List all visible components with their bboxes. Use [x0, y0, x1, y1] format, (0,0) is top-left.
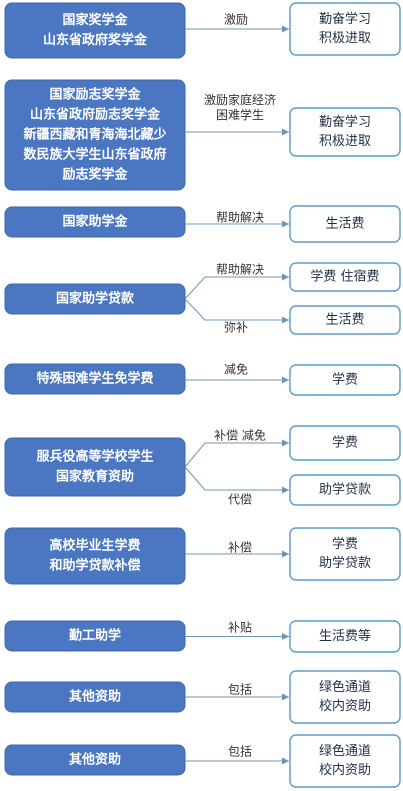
funding-purpose-label: 学费 — [332, 372, 358, 388]
funding-source-box — [4, 363, 186, 395]
flow-row: 国家助学金 帮助解决 生活费 — [4, 205, 401, 243]
funding-source-box — [4, 744, 186, 776]
funding-source-label: 励志奖学金 — [62, 167, 128, 183]
funding-purpose-box — [289, 262, 401, 292]
funding-purpose-box — [289, 670, 401, 724]
funding-source-label: 国家奖学金 — [62, 12, 128, 28]
flow-arrow-label: 包括 — [228, 682, 252, 697]
flow-arrow-label: 弥补 — [224, 320, 248, 335]
funding-purpose-label: 积极进取 — [319, 31, 371, 46]
funding-purpose-label: 学费 — [332, 435, 358, 451]
arrow-head-icon — [282, 693, 289, 701]
funding-source-box — [4, 206, 186, 238]
funding-source-label: 国家助学金 — [62, 214, 128, 230]
flow-arrow — [184, 442, 289, 468]
funding-source-label: 服兵役高等学校学生 — [36, 449, 153, 465]
funding-purpose-label: 生活费等 — [319, 628, 371, 644]
flow-arrow-label: 激励家庭经济 — [204, 92, 276, 107]
flow-arrow-label: 代偿 — [228, 492, 252, 507]
funding-source-label: 国家助学贷款 — [56, 291, 135, 307]
funding-purpose-box — [289, 364, 401, 396]
flow-arrow — [184, 298, 289, 321]
funding-purpose-label: 学费 — [332, 536, 358, 552]
flow-arrow — [184, 466, 289, 491]
funding-purpose-label: 勤奋学习 — [319, 114, 371, 130]
funding-purpose-label: 校内资助 — [319, 698, 371, 714]
funding-source-label: 其他资助 — [69, 689, 121, 705]
funding-purpose-label: 生活费 — [325, 217, 364, 232]
funding-purpose-box — [289, 474, 401, 506]
flow-arrow-label: 帮助解决 — [216, 263, 264, 277]
funding-purpose-box — [289, 620, 401, 653]
funding-purpose-label: 助学贷款 — [319, 482, 371, 498]
funding-purpose-label: 生活费 — [325, 313, 364, 328]
funding-source-label: 山东省政府励志奖学金 — [30, 107, 161, 123]
funding-source-box — [4, 527, 186, 585]
funding-source-box — [4, 437, 186, 497]
funding-purpose-label: 助学贷款 — [319, 555, 371, 571]
funding-purpose-label: 学费 住宿费 — [310, 269, 379, 285]
arrow-head-icon — [282, 550, 289, 558]
funding-purpose-box — [289, 305, 401, 335]
funding-source-label: 新疆西藏和青海海北藏少 — [23, 127, 166, 143]
flow-arrow-label: 困难学生 — [216, 107, 264, 122]
arrow-head-icon — [282, 439, 289, 447]
funding-purpose-box — [289, 205, 401, 243]
funding-source-label: 特殊困难学生免学费 — [36, 371, 153, 387]
flow-row: 国家励志奖学金山东省政府励志奖学金新疆西藏和青海海北藏少数民族大学生山东省政府励… — [4, 79, 401, 191]
flow-arrow-label: 激励 — [224, 13, 248, 27]
funding-purpose-box — [289, 2, 401, 56]
flow-arrow-label: 补偿 减免 — [214, 428, 266, 443]
funding-source-label: 其他资助 — [69, 752, 121, 768]
funding-purpose-label: 勤奋学习 — [319, 11, 371, 27]
funding-source-box — [4, 2, 186, 59]
arrow-head-icon — [282, 25, 289, 33]
funding-purpose-box — [289, 527, 401, 581]
arrow-head-icon — [282, 376, 289, 384]
funding-purpose-label: 绿色通道 — [319, 743, 371, 759]
arrow-head-icon — [282, 316, 289, 324]
flow-arrow-label: 补贴 — [228, 621, 252, 635]
arrow-head-icon — [282, 633, 289, 640]
funding-source-label: 山东省政府奖学金 — [43, 32, 148, 48]
flow-arrow-label: 减免 — [224, 362, 248, 377]
funding-source-box — [4, 79, 186, 191]
funding-source-label: 和助学贷款补偿 — [49, 558, 140, 574]
funding-purpose-box — [289, 425, 401, 461]
arrow-head-icon — [282, 486, 289, 494]
funding-purpose-label: 积极进取 — [319, 134, 371, 149]
funding-source-label: 国家教育资助 — [56, 469, 134, 485]
funding-source-label: 国家励志奖学金 — [49, 87, 141, 103]
arrow-head-icon — [282, 757, 289, 765]
flow-arrow-label: 补偿 — [228, 540, 252, 555]
funding-purpose-box — [289, 734, 401, 788]
funding-purpose-label: 绿色通道 — [319, 679, 371, 695]
flow-arrow — [184, 276, 289, 300]
funding-source-label: 高校毕业生学费 — [49, 538, 140, 554]
funding-purpose-box — [289, 107, 401, 157]
arrow-head-icon — [282, 128, 289, 136]
flow-arrow-label: 包括 — [228, 744, 252, 759]
funding-purpose-label: 校内资助 — [319, 762, 371, 778]
flow-arrow-label: 帮助解决 — [216, 211, 264, 225]
funding-source-label: 数民族大学生山东省政府 — [23, 147, 166, 163]
arrow-head-icon — [282, 273, 289, 281]
arrow-head-icon — [282, 220, 289, 228]
funding-source-label: 勤工助学 — [69, 628, 121, 644]
